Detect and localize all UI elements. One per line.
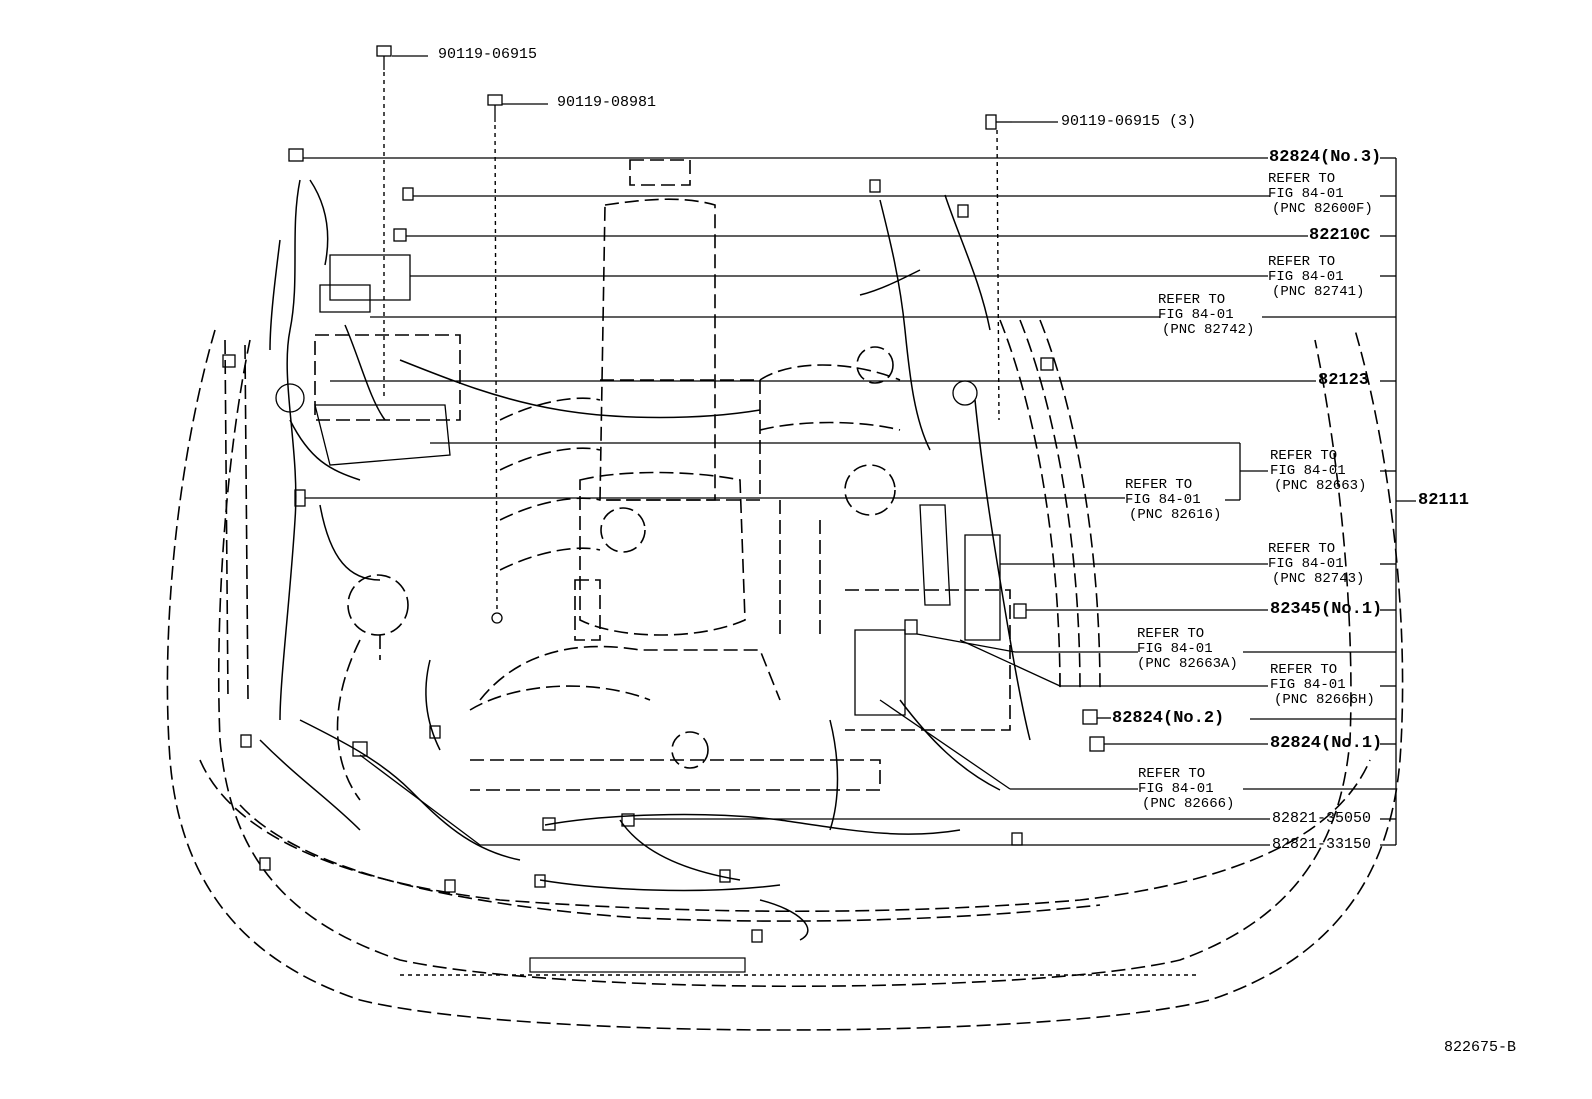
label-82123: 82123	[1318, 371, 1370, 390]
label-82824-no2: 82824(No.2)	[1112, 709, 1225, 728]
relay-block-right	[845, 380, 1011, 731]
bolt-icons	[376, 45, 1012, 624]
leader-lines	[303, 55, 1416, 846]
bolt-label-center: 90119-08981	[557, 94, 657, 111]
connector-markers	[222, 148, 1105, 943]
label-82821-33150: 82821-33150	[1272, 836, 1372, 853]
label-82210c: 82210C	[1309, 226, 1371, 245]
bolt-label-left: 90119-06915	[438, 46, 538, 63]
battery-and-relay-area	[275, 254, 461, 801]
label-82824-no3: 82824(No.3)	[1269, 148, 1382, 167]
bolt-label-right: 90119-06915 (3)	[1061, 113, 1197, 130]
engine-intake-outline	[469, 159, 901, 791]
bolt-icon-center	[487, 94, 503, 624]
label-82821-35050: 82821-35050	[1272, 810, 1372, 827]
vehicle-body-outline	[166, 319, 1404, 1031]
label-82824-no1: 82824(No.1)	[1270, 734, 1383, 753]
wire-harness	[259, 179, 1031, 941]
bolt-icon-left	[376, 45, 392, 400]
bolt-icon-right	[985, 114, 1012, 421]
figure-id: 822675-B	[1444, 1039, 1517, 1056]
label-82111: 82111	[1418, 491, 1470, 510]
label-82345-no1: 82345(No.1)	[1270, 600, 1383, 619]
